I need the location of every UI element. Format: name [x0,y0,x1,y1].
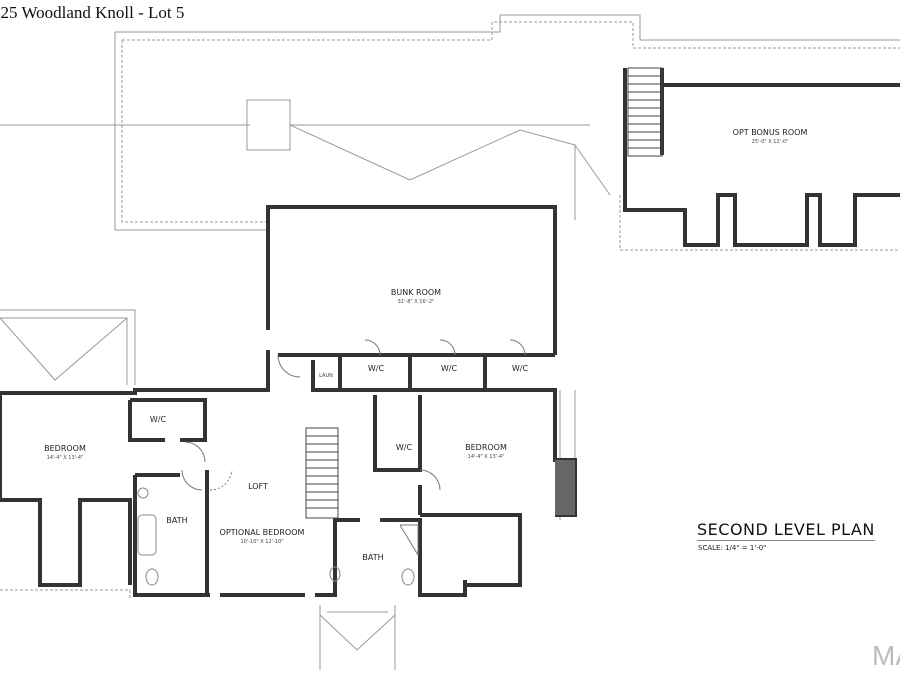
room-name: W/C [512,364,529,373]
room-name: BATH [362,553,383,562]
room-name: LAUN [319,373,333,379]
fixtures [137,487,415,586]
room-name: BUNK ROOM [391,288,441,297]
plan-title: SECOND LEVEL PLAN [697,520,875,541]
staircase [305,67,663,519]
room-name: W/C [396,443,413,452]
room-labels: BUNK ROOM 31'-8" X 16'-2" OPT BONUS ROOM… [44,128,807,562]
room-name: OPTIONAL BEDROOM [220,528,305,537]
doors [181,339,526,557]
fireplace [555,460,575,515]
plan-scale: SCALE: 1/4" = 1'-0" [698,544,767,552]
room-dims: 31'-8" X 16'-2" [398,299,435,305]
room-name: OPT BONUS ROOM [733,128,808,137]
roof-outline [0,14,900,670]
walls [0,68,900,597]
room-name: W/C [368,364,385,373]
listing-title: 025 Woodland Knoll - Lot 5 [0,3,185,22]
room-name: LOFT [248,482,268,491]
room-name: W/C [150,415,167,424]
room-dims: 14'-4" X 13'-4" [47,455,84,461]
room-dims: 25'-0" X 12'-0" [752,139,789,145]
room-name: BEDROOM [44,444,86,453]
room-dims: 10'-10" X 12'-10" [240,539,283,545]
room-name: W/C [441,364,458,373]
watermark: MA [872,640,900,671]
room-name: BATH [166,516,187,525]
room-name: BEDROOM [465,443,507,452]
room-dims: 14'-4" X 13'-4" [468,454,505,460]
